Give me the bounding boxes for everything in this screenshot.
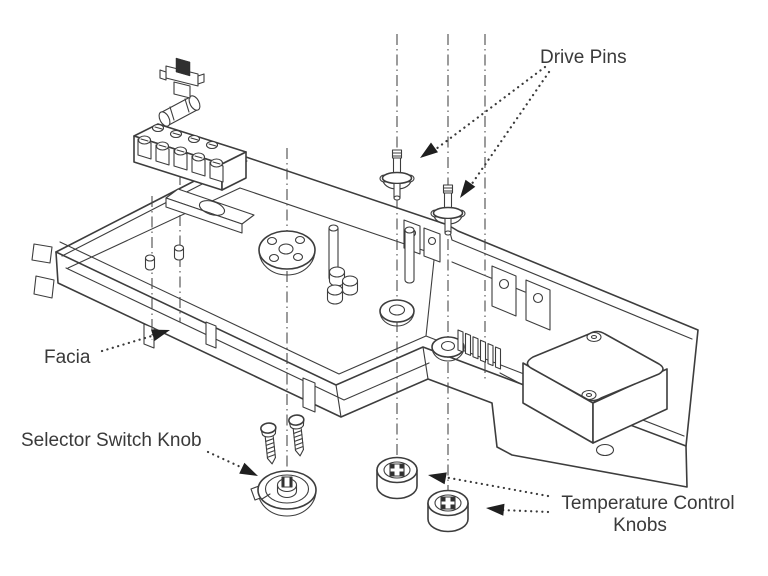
leader-selector-knob: [206, 450, 247, 471]
leader-facia: [100, 333, 157, 353]
labels: Drive Pins Facia Selector Switch Knob Te…: [21, 47, 735, 536]
arrowhead-drive-pin-1: [420, 142, 438, 158]
spacer-pegs: [326, 266, 359, 305]
leader-drive-pin-2: [467, 70, 551, 190]
arrowhead-temp-knob-2: [486, 503, 505, 516]
spindle-boss-1: [379, 299, 415, 327]
spindle-boss-2: [431, 336, 465, 362]
terminal-block: [133, 123, 247, 191]
temperature-control-knob-2: [427, 489, 469, 533]
leader-drive-pin-1: [430, 65, 547, 154]
arrowhead-facia: [151, 329, 170, 341]
label-selector-switch-knob: Selector Switch Knob: [21, 430, 202, 451]
label-temperature-control-knobs-line2: Knobs: [613, 515, 667, 536]
label-temperature-control-knobs-line1: Temperature Control: [561, 493, 734, 514]
arrowhead-temp-knob-1: [428, 472, 447, 485]
component-box: [522, 330, 668, 444]
selector-mount-boss: [258, 230, 316, 276]
arrowhead-drive-pin-2: [460, 179, 476, 198]
leader-lines: [100, 65, 551, 516]
mounting-plates: [491, 265, 551, 331]
facia-interior-details: [144, 188, 551, 370]
leader-temp-knob-1: [442, 475, 550, 498]
temperature-control-knob-1: [376, 456, 418, 500]
drive-pin-1: [379, 149, 415, 201]
fuse: [158, 95, 201, 127]
fuse-holder: [159, 57, 205, 99]
fixing-screw-1: [260, 422, 277, 465]
terminal-screws-back: [151, 123, 219, 150]
label-drive-pins: Drive Pins: [540, 47, 627, 68]
leader-temp-knob-2: [500, 508, 550, 514]
label-facia: Facia: [44, 347, 91, 368]
mounting-peg-1: [144, 254, 156, 271]
selector-switch-knob: [250, 470, 317, 517]
centerlines: [151, 34, 486, 497]
mounting-peg-2: [173, 244, 185, 261]
support-post-2: [404, 226, 415, 284]
arrowhead-selector-knob: [239, 462, 258, 476]
terminal-cells-front: [137, 135, 224, 183]
fixing-screw-2: [288, 414, 305, 457]
rib-cluster: [457, 329, 502, 370]
drive-pin-2: [430, 184, 466, 236]
